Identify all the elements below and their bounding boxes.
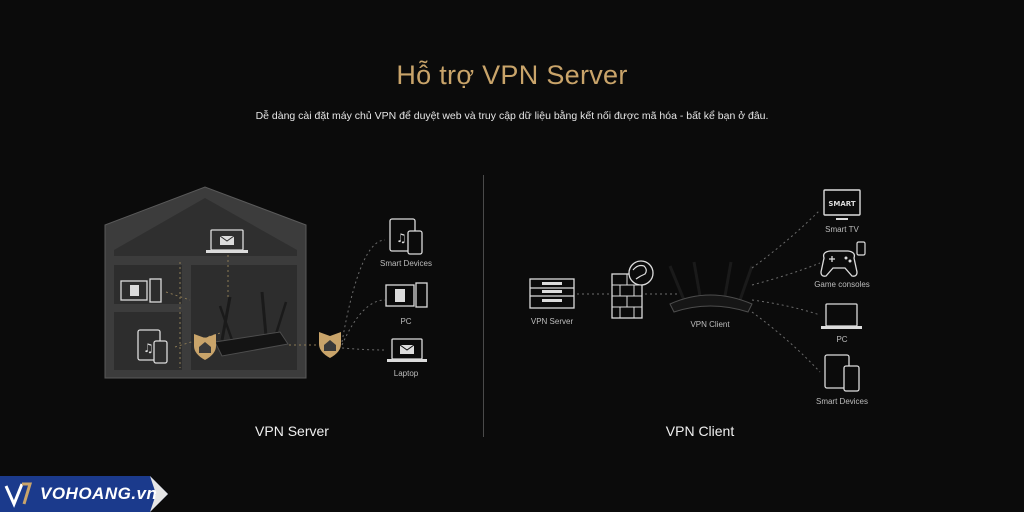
node-label-vpn-server: VPN Server <box>530 317 574 326</box>
section-label-vpn-client: VPN Client <box>665 423 735 439</box>
pc-icon <box>385 282 428 308</box>
brand-logo <box>0 476 168 512</box>
laptop-icon <box>387 338 427 362</box>
house-pc-icon <box>120 278 162 303</box>
client-tablet-phone-icon <box>824 354 860 392</box>
section-label-vpn-server: VPN Server <box>255 423 329 439</box>
smart-tv-icon: SMART <box>823 189 861 220</box>
device-label-game-consoles: Game consoles <box>814 280 870 289</box>
device-label-smart-devices-client: Smart Devices <box>815 397 868 406</box>
gamepad-icon <box>820 241 866 277</box>
tablet-phone-icon: ♫ <box>389 218 423 255</box>
brand-name[interactable]: VOHOANG.vn <box>40 484 158 503</box>
vpn-shield-icon <box>194 334 216 360</box>
device-label-smart-devices: Smart Devices <box>379 259 432 268</box>
device-label-pc: PC <box>400 317 412 326</box>
house-laptop-icon <box>206 229 248 253</box>
client-laptop-icon <box>821 303 862 329</box>
smart-tv-screen-text: SMART <box>828 200 856 208</box>
section-divider <box>483 175 484 437</box>
firewall-icon <box>611 260 654 319</box>
client-router-icon <box>668 261 754 313</box>
node-label-vpn-client: VPN Client <box>690 320 730 329</box>
house-router-icon <box>214 291 289 357</box>
svg-text:♫: ♫ <box>143 341 154 355</box>
device-label-laptop: Laptop <box>393 369 419 378</box>
svg-text:♫: ♫ <box>396 231 407 245</box>
page-subtitle: Dễ dàng cài đặt máy chủ VPN để duyệt web… <box>255 110 769 122</box>
vpn-server-node-icon <box>529 278 575 309</box>
page-title: Hỗ trợ VPN Server <box>396 60 628 90</box>
house-smart-devices-icon: ♫ <box>137 329 168 364</box>
device-label-pc-client: PC <box>836 335 848 344</box>
device-label-smart-tv: Smart TV <box>825 225 859 234</box>
vpn-shield-icon <box>319 332 341 358</box>
